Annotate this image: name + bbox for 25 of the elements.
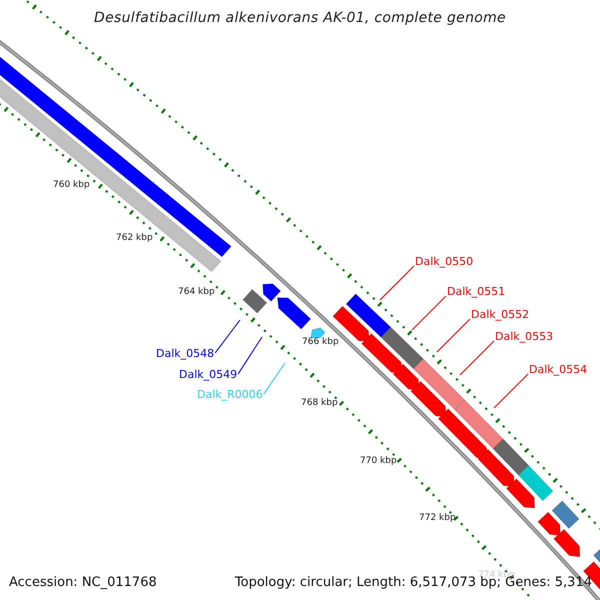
accession-text: Accession: NC_011768 [9,576,157,589]
gene-label: Dalk_0552 [471,309,530,320]
scale-label: 768 kbp [301,399,338,408]
gene-label: Dalk_0553 [495,331,554,342]
leader-line [263,362,286,394]
diagram-title: Desulfatibacillum alkenivorans AK-01, complete genome [93,11,507,25]
leader-line [494,374,528,408]
gene-label: Dalk_0551 [447,286,506,297]
leader-line [460,340,494,376]
scale-label: 766 kbp [302,338,339,347]
scale-label: 770 kbp [360,457,397,466]
leader-line [412,296,446,330]
scale-label: 760 kbp [53,181,90,190]
gene-label: Dalk_0554 [529,364,588,375]
gene-label: Dalk_0549 [179,369,238,380]
leader-line [214,320,240,354]
gene-label: Dalk_0550 [415,256,474,267]
leader-line [238,336,262,374]
leader-line [380,266,414,300]
gene-label: Dalk_R0006 [197,389,263,400]
scale-label: 764 kbp [178,288,215,297]
scale-label: 772 kbp [419,514,456,523]
leader-line [436,318,470,352]
gene-label: Dalk_0548 [156,348,214,359]
scale-label: 762 kbp [116,234,153,243]
